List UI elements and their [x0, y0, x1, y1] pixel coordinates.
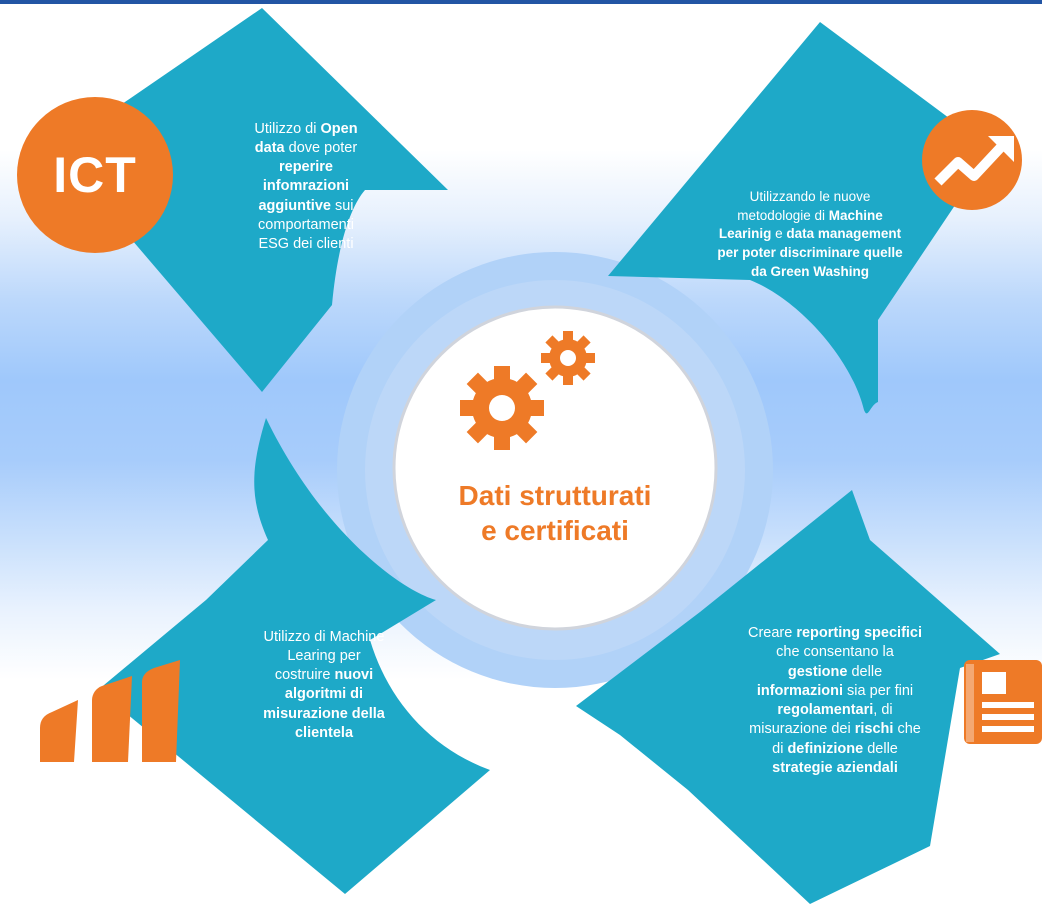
text-bold: reperire: [278, 159, 333, 176]
text-span: delle: [847, 663, 883, 680]
text-bold: rischi: [854, 721, 894, 738]
text-bold: informazioni: [756, 682, 844, 699]
text-bold: data: [254, 140, 285, 157]
text-span: Creare: [747, 625, 797, 641]
text-span: sui: [330, 197, 354, 214]
text-span: comportamenti: [258, 216, 354, 233]
text-span: , di: [873, 702, 893, 719]
text-bold: aggiuntive: [258, 197, 331, 214]
text-span: ESG dei clienti: [258, 235, 354, 252]
text-bold: gestione: [787, 663, 848, 680]
text-bold: Learinig: [718, 226, 772, 242]
quadrant-bottom-left-text: Utilizzo di Machine Learing per costruir…: [228, 628, 420, 743]
bar-chart-icon: [40, 660, 180, 762]
text-bold: nuovi: [334, 667, 374, 684]
text-span: Utilizzo di Machine: [263, 629, 385, 645]
text-bold: infomrazioni: [262, 178, 350, 195]
ict-icon: [17, 97, 173, 253]
text-span: e: [771, 226, 787, 242]
text-bold: Machine: [828, 207, 883, 223]
text-bold: data management: [786, 226, 902, 242]
text-bold: regolamentari: [777, 702, 874, 719]
center-title-line2: e certificati: [481, 515, 629, 546]
text-span: che consentano la: [776, 644, 894, 661]
text-bold: Open: [320, 121, 358, 137]
text-span: Utilizzo di: [254, 121, 321, 137]
text-bold: misurazione della: [263, 705, 385, 722]
quadrant-top-left-shape: [55, 8, 448, 392]
text-bold: per poter discriminare quelle: [717, 244, 903, 260]
text-bold: reporting specifici: [796, 625, 923, 641]
text-span: di: [772, 740, 788, 757]
quadrant-top-left-text: Utilizzo di Open data dove poter reperir…: [208, 120, 404, 254]
text-span: Utilizzando le nuove: [749, 189, 871, 204]
text-span: che: [893, 721, 921, 738]
text-bold: da Green Washing: [750, 263, 870, 279]
text-span: dove poter: [284, 140, 358, 157]
text-span: misurazione dei: [749, 721, 855, 738]
text-bold: clientela: [294, 724, 354, 741]
text-span: Learing per: [287, 648, 361, 665]
quadrant-bottom-left-shape: [98, 418, 490, 894]
quadrant-top-right-text: Utilizzando le nuove metodologie di Mach…: [684, 188, 936, 281]
text-span: costruire: [274, 667, 335, 684]
text-bold: algoritmi di: [284, 686, 364, 703]
text-span: delle: [863, 740, 898, 757]
center-title: Dati strutturati e certificati: [430, 478, 680, 548]
ict-label: ICT: [53, 147, 137, 203]
text-span: sia per fini: [843, 682, 914, 699]
text-bold: definizione: [787, 740, 864, 757]
text-span: metodologie di: [737, 207, 829, 223]
text-bold: strategie aziendali: [772, 759, 898, 776]
quadrant-top-right-shape: [608, 22, 992, 414]
quadrant-bottom-right-text: Creare reporting specifici che consentan…: [700, 624, 970, 778]
report-document-icon: [964, 660, 1042, 744]
center-title-line1: Dati strutturati: [458, 480, 652, 511]
quadrant-bottom-right-shape: [576, 490, 1000, 904]
top-accent-bar: [0, 0, 1042, 4]
trend-up-icon: [922, 110, 1022, 210]
